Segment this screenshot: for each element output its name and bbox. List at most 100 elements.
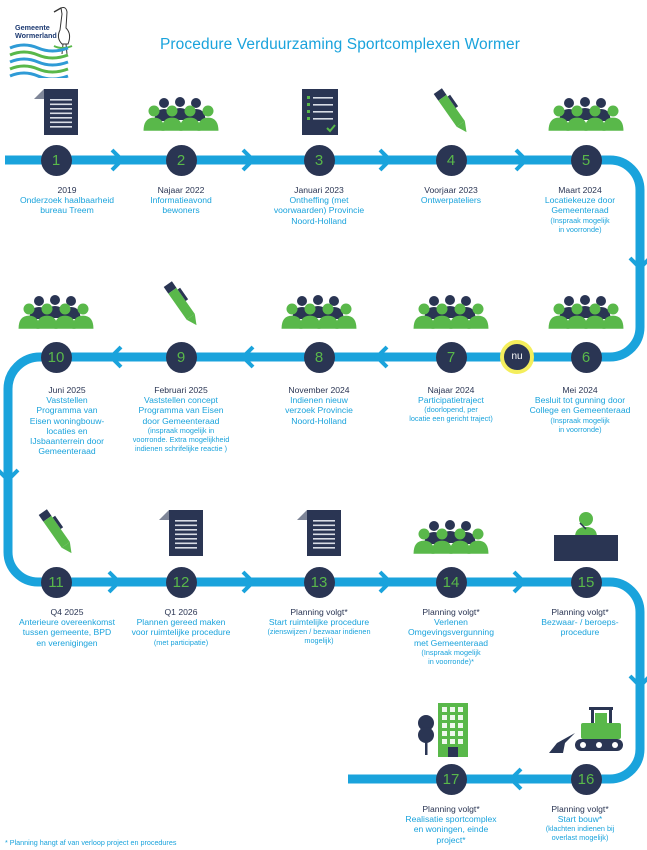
step-date: Planning volgt* (290, 607, 348, 617)
speaker-icon (546, 507, 626, 568)
now-marker: nu (500, 340, 534, 374)
step-note: (met participatie) (153, 637, 209, 647)
step-title: Vaststellen concept Programma van Eisen … (138, 395, 224, 426)
step-caption: Planning volgt*Start ruimtelijke procedu… (254, 607, 384, 645)
step-title: Bezwaar- / beroeps- procedure (541, 617, 619, 638)
arrow-right-icon (378, 148, 393, 172)
step-note: (doorlopend, per locatie een gericht tra… (409, 405, 493, 424)
step-title: Ontwerpateliers (420, 195, 482, 206)
document-icon (31, 87, 81, 142)
step-node: 4 (435, 144, 467, 176)
arrow-left-icon (508, 767, 523, 791)
step-node: 13 (303, 566, 335, 598)
step-date: Planning volgt* (422, 607, 480, 617)
step-date: Najaar 2022 (157, 185, 205, 195)
step-date: Najaar 2024 (427, 385, 475, 395)
people-icon (547, 91, 625, 138)
people-icon (547, 289, 625, 336)
checklist-icon (294, 87, 344, 142)
people-icon (142, 91, 220, 138)
step-date: Mei 2024 (562, 385, 598, 395)
page-title: Procedure Verduurzaming Sportcomplexen W… (159, 36, 521, 53)
arrow-right-icon (378, 570, 393, 594)
step-note: (Inspraak mogelijk in voorronde) (550, 215, 610, 234)
step-date: Q1 2026 (164, 607, 198, 617)
step-caption: Planning volgt*Bezwaar- / beroeps- proce… (515, 607, 645, 638)
step-caption: Planning volgt*Realisatie sportcomplex e… (386, 804, 516, 845)
step-title: Start ruimtelijke procedure (268, 617, 370, 628)
step-node: 9 (165, 341, 197, 373)
step-node: 2 (165, 144, 197, 176)
arrow-left-icon (108, 345, 123, 369)
arrow-right-icon (107, 570, 122, 594)
step-date: November 2024 (288, 385, 350, 395)
step-node: 15 (570, 566, 602, 598)
step-date: Planning volgt* (422, 804, 480, 814)
bulldozer-icon (545, 703, 627, 762)
step-date: Planning volgt* (551, 607, 609, 617)
arrow-right-icon (514, 148, 529, 172)
step-date: Maart 2024 (558, 185, 602, 195)
arrow-right-icon (241, 570, 256, 594)
footnote: * Planning hangt af van verloop project … (5, 838, 177, 847)
step-node: 7 (435, 341, 467, 373)
step-date: Februari 2025 (154, 385, 208, 395)
step-date: Voorjaar 2023 (424, 185, 478, 195)
step-node: 11 (40, 566, 72, 598)
step-note: (inspraak mogelijk in voorronde. Extra m… (132, 425, 230, 453)
step-title: Anterieure overeenkomst tussen gemeente,… (18, 617, 115, 648)
step-title: Realisatie sportcomplex en woningen, ein… (405, 814, 497, 845)
step-node: 16 (570, 763, 602, 795)
step-note: (Inspraak mogelijk in voorronde) (550, 415, 610, 434)
logo-line-2: Wormerland (15, 31, 57, 40)
step-title: Participatietraject (418, 395, 484, 406)
step-date: Juni 2025 (48, 385, 86, 395)
step-title: Vaststellen Programma van Eisen woningbo… (29, 395, 105, 457)
step-title: Locatiekeuze door Gemeenteraad (544, 195, 616, 216)
pen-icon (156, 278, 206, 337)
pen-icon (426, 85, 476, 144)
step-caption: Planning volgt*Start bouw*(klachten indi… (515, 804, 645, 842)
municipality-logo: Gemeente Wormerland (6, 4, 76, 78)
step-caption: Planning volgt*Verlenen Omgevingsvergunn… (386, 607, 516, 666)
step-node: 14 (435, 566, 467, 598)
step-note: (zienswijzen / bezwaar indienen mogelijk… (267, 627, 371, 646)
people-icon (412, 289, 490, 336)
step-title: Ontheffing (met voorwaarden) Provincie N… (273, 195, 365, 226)
step-date: 2019 (57, 185, 77, 195)
step-node: 6 (570, 341, 602, 373)
document-icon (294, 508, 344, 563)
step-node: 5 (570, 144, 602, 176)
arrow-right-icon (512, 570, 527, 594)
step-node: 3 (303, 144, 335, 176)
building-icon (414, 701, 472, 764)
step-title: Indienen nieuw verzoek Provincie Noord-H… (285, 395, 353, 426)
step-node: 17 (435, 763, 467, 795)
step-node: 12 (165, 566, 197, 598)
pen-icon (31, 506, 81, 565)
arrow-right-icon (110, 148, 125, 172)
logo-line-1: Gemeente (15, 23, 50, 32)
step-title: Besluit tot gunning door College en Geme… (529, 395, 631, 416)
step-title: Informatieavond bewoners (150, 195, 212, 216)
step-note: (Inspraak mogelijk in voorronde)* (421, 647, 481, 666)
arrow-right-icon (241, 148, 256, 172)
document-icon (156, 508, 206, 563)
people-icon (17, 289, 95, 336)
people-icon (280, 289, 358, 336)
step-date: Januari 2023 (294, 185, 344, 195)
people-icon (412, 514, 490, 561)
step-date: Q4 2025 (50, 607, 84, 617)
step-date: Planning volgt* (551, 804, 609, 814)
